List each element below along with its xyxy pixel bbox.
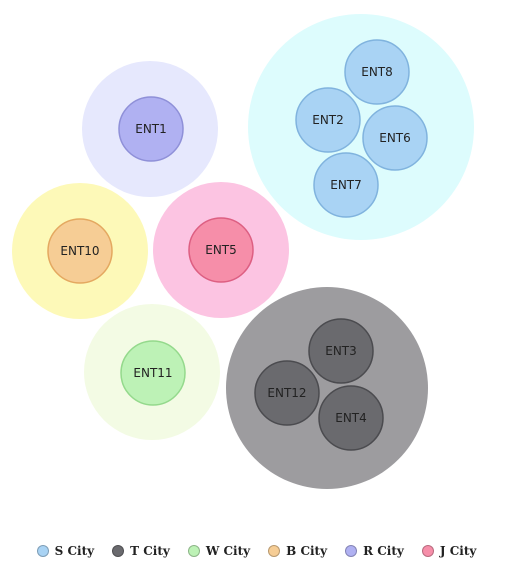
entity-bubble-ent7[interactable]	[313, 152, 379, 218]
group-bubble-s-city	[248, 14, 474, 240]
entity-label-ent3: ENT3	[325, 344, 357, 358]
entity-label-ent2: ENT2	[312, 113, 344, 127]
entity-bubble-ent6[interactable]	[362, 105, 428, 171]
legend-swatch-w-city	[187, 545, 200, 557]
legend-swatch-r-city	[345, 545, 358, 557]
legend-label-r-city: R City	[363, 544, 404, 558]
entity-label-ent12: ENT12	[267, 386, 306, 400]
group-bubble-t-city	[226, 287, 428, 489]
entity-label-ent11: ENT11	[133, 366, 172, 380]
entity-bubble-ent12[interactable]	[254, 360, 320, 426]
legend-label-b-city: B City	[286, 544, 328, 558]
entity-label-ent8: ENT8	[361, 65, 393, 79]
entity-bubble-ent8[interactable]	[344, 39, 410, 105]
legend-label-s-city: S City	[54, 544, 95, 558]
entity-label-ent1: ENT1	[135, 122, 167, 136]
entity-label-ent4: ENT4	[335, 411, 367, 425]
legend-label-w-city: W City	[205, 544, 251, 558]
entity-label-ent6: ENT6	[379, 131, 411, 145]
entity-label-ent5: ENT5	[205, 243, 237, 257]
legend-item-w-city[interactable]: W City	[187, 544, 251, 558]
entity-bubble-ent3[interactable]	[308, 318, 374, 384]
legend-item-b-city[interactable]: B City	[268, 544, 327, 558]
legend: S City T City W City B City R City J Cit…	[0, 540, 513, 562]
entity-bubble-ent1[interactable]	[118, 96, 184, 162]
entity-label-ent7: ENT7	[330, 178, 362, 192]
entity-bubble-ent4[interactable]	[318, 385, 384, 451]
entity-label-ent10: ENT10	[60, 244, 99, 258]
entity-bubble-ent10[interactable]	[47, 218, 113, 284]
legend-label-t-city: T City	[130, 544, 170, 558]
legend-swatch-b-city	[268, 545, 281, 557]
legend-item-s-city[interactable]: S City	[36, 544, 95, 558]
legend-item-j-city[interactable]: J City	[421, 544, 477, 558]
entity-bubble-ent5[interactable]	[188, 217, 254, 283]
legend-item-t-city[interactable]: T City	[112, 544, 170, 558]
legend-swatch-t-city	[112, 545, 125, 557]
entity-bubble-ent2[interactable]	[295, 87, 361, 153]
legend-swatch-s-city	[36, 545, 49, 557]
legend-item-r-city[interactable]: R City	[345, 544, 404, 558]
entity-bubble-ent11[interactable]	[120, 340, 186, 406]
legend-label-j-city: J City	[439, 544, 477, 558]
legend-swatch-j-city	[421, 545, 434, 557]
